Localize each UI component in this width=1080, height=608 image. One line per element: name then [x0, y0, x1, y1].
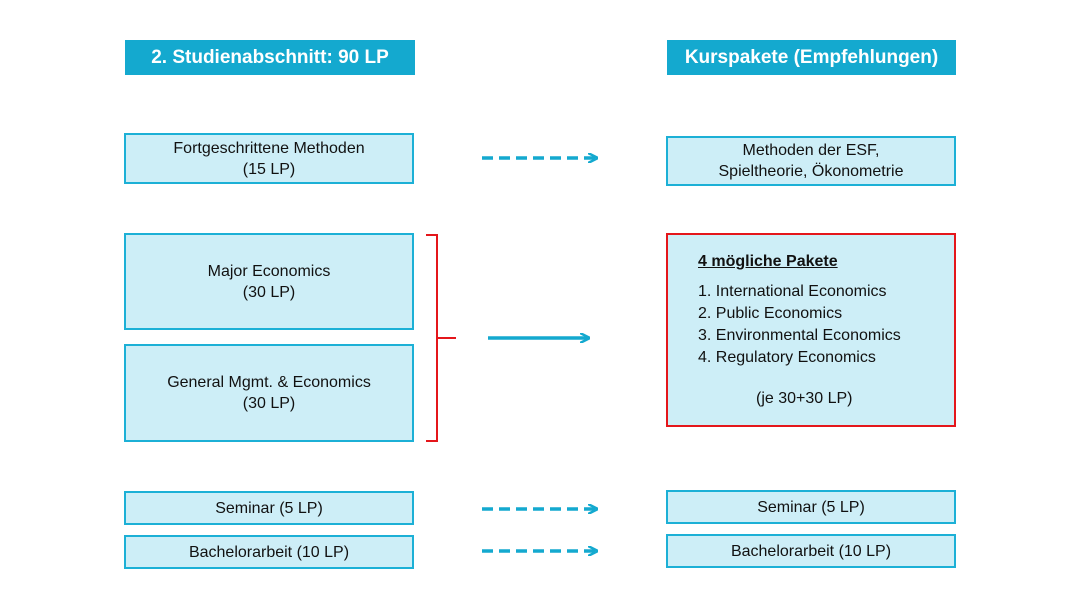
thesis-right-label: Bachelorarbeit (10 LP): [730, 542, 892, 560]
packages-list: 1. International Economics 2. Public Eco…: [698, 281, 954, 369]
package-item: 1. International Economics: [698, 283, 887, 300]
thesis-box-left: Bachelorarbeit (10 LP): [124, 535, 414, 569]
general-mgmt-credits: (30 LP): [242, 395, 296, 412]
packages-title: 4 mögliche Pakete: [698, 253, 838, 270]
seminar-box-left: Seminar (5 LP): [124, 491, 414, 525]
methods-box: Fortgeschrittene Methoden (15 LP): [124, 133, 414, 184]
general-mgmt-box: General Mgmt. & Economics (30 LP): [124, 344, 414, 442]
major-economics-title: Major Economics: [207, 262, 331, 280]
general-mgmt-title: General Mgmt. & Economics: [167, 374, 371, 391]
major-economics-credits: (30 LP): [242, 283, 296, 301]
right-header: Kurspakete (Empfehlungen): [667, 40, 956, 75]
methods-box-credits: (15 LP): [242, 160, 296, 178]
seminar-right-label: Seminar (5 LP): [757, 498, 865, 516]
packages-note: (je 30+30 LP): [756, 390, 853, 407]
methods-package-line2: Spieltheorie, Ökonometrie: [718, 163, 904, 180]
left-header: 2. Studienabschnitt: 90 LP: [125, 40, 415, 75]
red-bracket: [426, 234, 456, 442]
methods-package-box: Methoden der ESF, Spieltheorie, Ökonomet…: [666, 136, 956, 186]
thesis-left-label: Bachelorarbeit (10 LP): [188, 543, 350, 561]
thesis-box-right: Bachelorarbeit (10 LP): [666, 534, 956, 568]
major-economics-box: Major Economics (30 LP): [124, 233, 414, 330]
packages-box: 4 mögliche Pakete 1. International Econo…: [666, 233, 956, 427]
package-item: 4. Regulatory Economics: [698, 349, 876, 366]
package-item: 2. Public Economics: [698, 305, 843, 322]
seminar-left-label: Seminar (5 LP): [215, 499, 323, 517]
methods-package-line1: Methoden der ESF,: [742, 142, 880, 159]
package-item: 3. Environmental Economics: [698, 327, 901, 344]
methods-box-title: Fortgeschrittene Methoden: [173, 139, 365, 157]
seminar-box-right: Seminar (5 LP): [666, 490, 956, 524]
